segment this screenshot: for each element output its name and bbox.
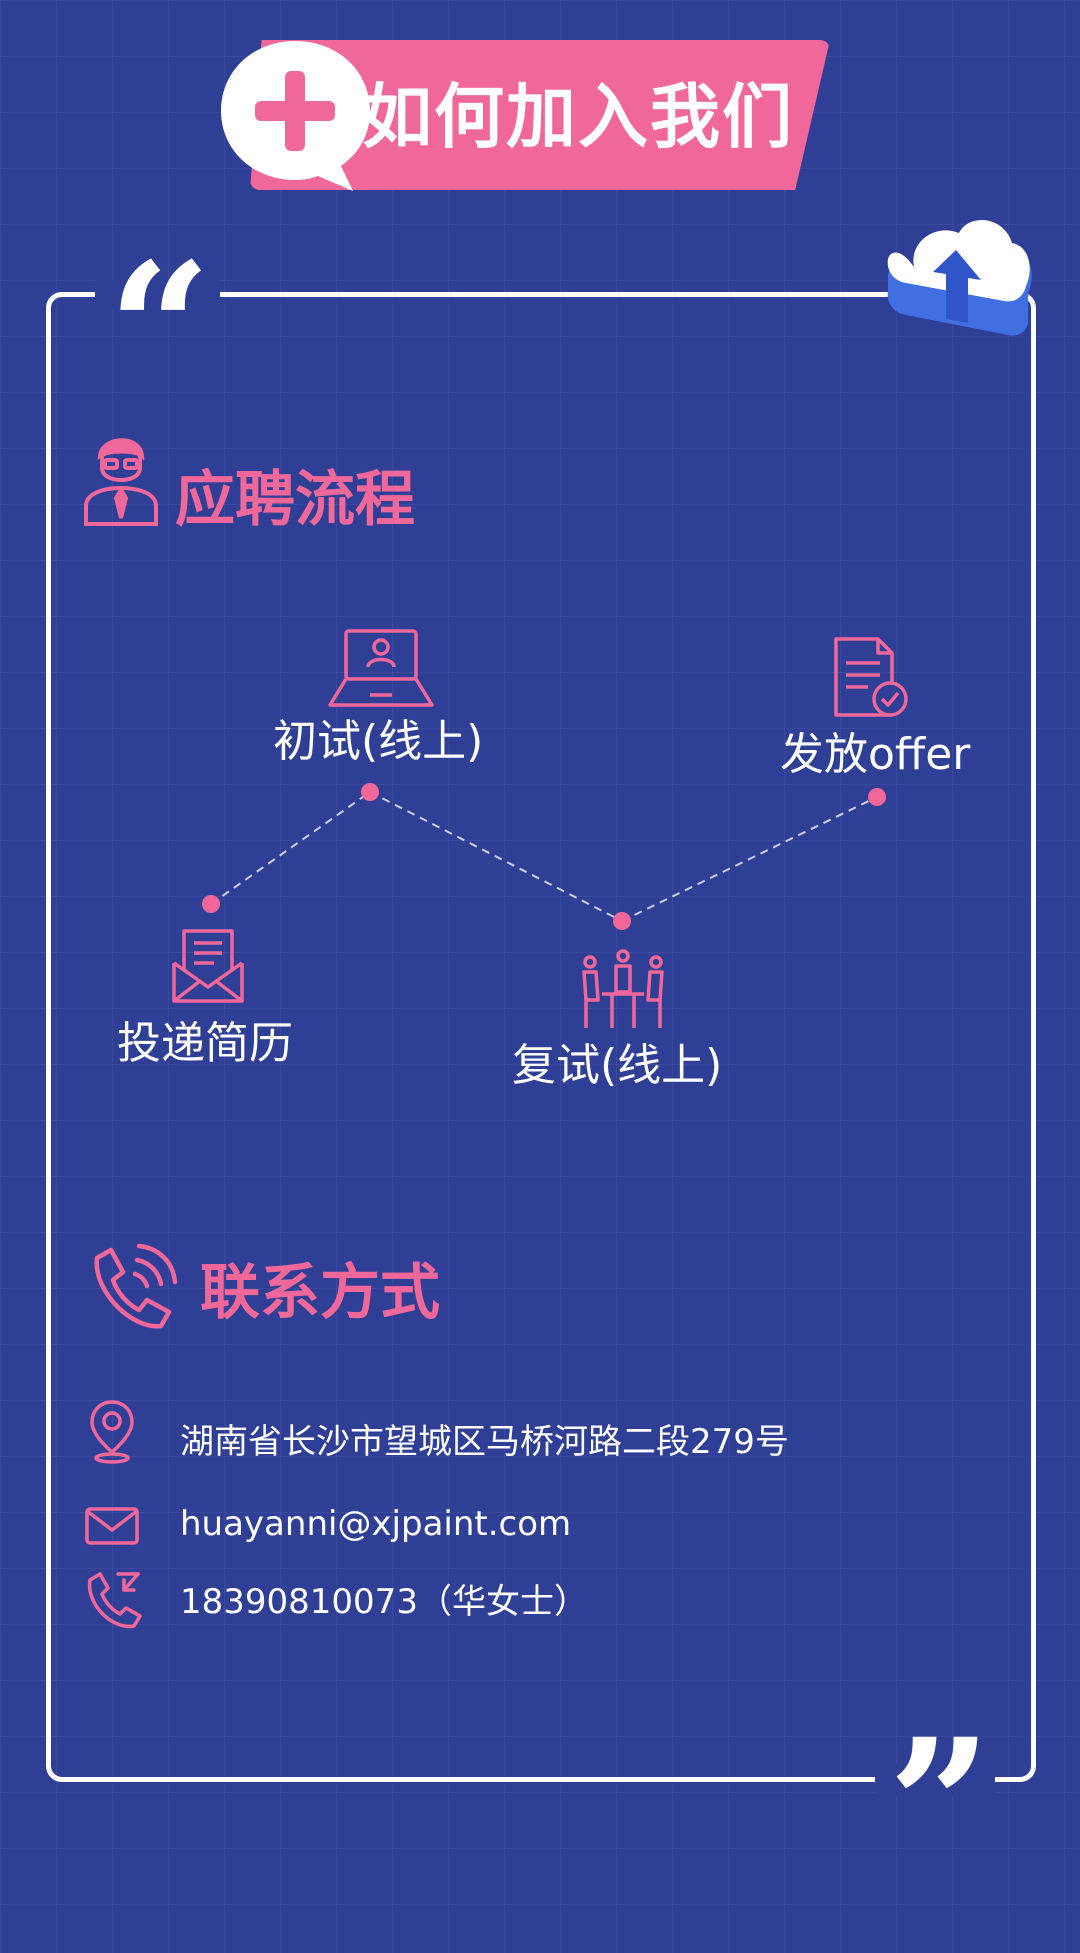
page-title: 如何加入我们 [362,76,794,158]
open-quote-mark: “ [108,224,212,435]
location-pin-icon [90,1400,134,1464]
process-section-title: 应聘流程 [175,465,415,535]
envelope-icon [172,929,244,1003]
person-icon [84,438,158,526]
frame-gap-bottom [875,1765,995,1795]
content-frame [46,292,1036,1782]
contact-section-title: 联系方式 [200,1258,440,1328]
step-label-offer: 发放offer [780,729,971,780]
step-label-first-interview: 初试(线上) [273,716,484,767]
close-quote-mark: ” [888,1700,992,1911]
contact-email[interactable]: huayanni@xjpaint.com [180,1504,572,1544]
contact-address: 湖南省长沙市望城区马桥河路二段279号 [180,1422,789,1462]
step-label-submit-resume: 投递简历 [117,1018,293,1069]
phone-icon [87,1572,142,1629]
laptop-video-icon [328,629,434,707]
phone-icon [94,1243,178,1329]
mail-icon [85,1507,139,1545]
frame-gap-top [95,280,220,310]
contact-phone[interactable]: 18390810073（华女士） [180,1582,588,1622]
meeting-icon [582,949,664,1028]
step-label-second-interview: 复试(线上) [512,1040,723,1091]
plus-bubble-icon [221,41,370,191]
cloud-upload-icon [887,220,1032,336]
document-check-icon [834,637,908,717]
